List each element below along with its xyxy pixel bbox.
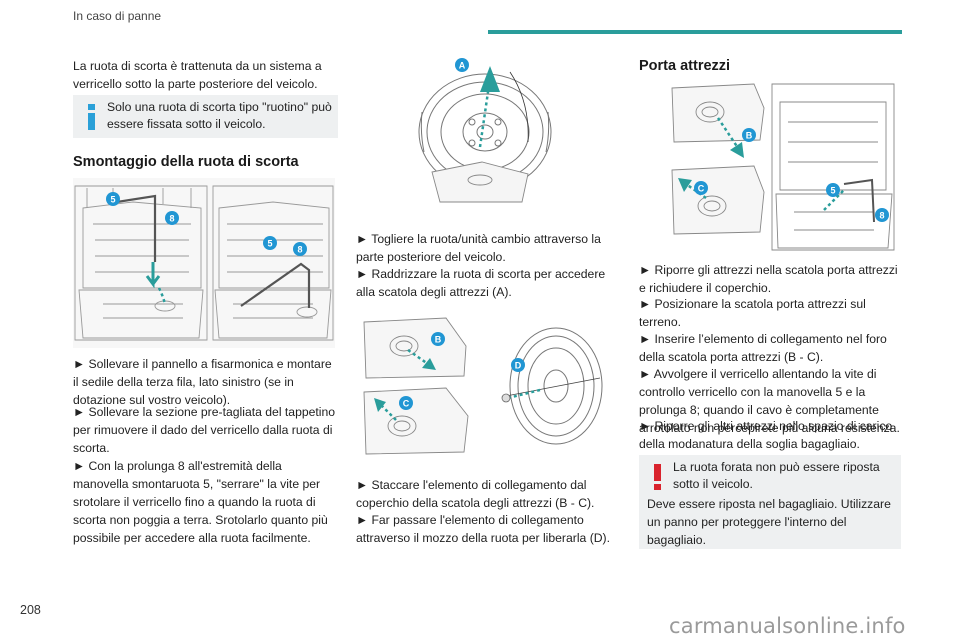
- removal-step-1: ► Sollevare il pannello a fisarmonica e …: [73, 357, 332, 407]
- section-title-removal: Smontaggio della ruota di scorta: [73, 154, 299, 170]
- removal-step-2: ► Sollevare la sezione pre-tagliata del …: [73, 405, 336, 455]
- figure-toolbox: B C 5 8: [664, 82, 900, 254]
- figure-label: C: [698, 184, 705, 194]
- toolbox-step-5: ► Riporre gli altri attrezzi nello spazi…: [639, 419, 893, 451]
- toolbox-step-1: ► Riporre gli attrezzi nella scatola por…: [639, 263, 898, 295]
- info-icon: [88, 104, 95, 130]
- warning-title: La ruota forata non può essere riposta s…: [673, 460, 880, 491]
- header-accent-bar: [488, 30, 902, 34]
- figure-remove-wheel: A: [410, 52, 560, 212]
- toolbox-step-4: ► Avvolgere il verricello allentando la …: [639, 367, 900, 435]
- figure-release-wheel: B C D: [356, 316, 618, 456]
- warning-note: La ruota forata non può essere riposta s…: [639, 455, 901, 549]
- figure-label: C: [403, 399, 410, 409]
- figure-label: 5: [267, 239, 272, 249]
- figure-label: B: [435, 335, 442, 345]
- figure-label: 8: [879, 211, 884, 221]
- toolbox-step-3: ► Inserire l’elemento di collegamento ne…: [639, 332, 887, 364]
- figure-label: 5: [110, 195, 115, 205]
- wheel-step-2: ► Raddrizzare la ruota di scorta per acc…: [356, 267, 606, 299]
- figure-label: 8: [169, 214, 174, 224]
- figure-label: 8: [297, 245, 302, 255]
- watermark: carmanualsonline.info: [669, 614, 906, 638]
- intro-paragraph: La ruota di scorta è trattenuta da un si…: [73, 59, 322, 91]
- section-title-toolbox: Porta attrezzi: [639, 58, 731, 74]
- wheel-step-1: ► Togliere la ruota/unità cambio attrave…: [356, 232, 601, 264]
- info-note: Solo una ruota di scorta tipo "ruotino" …: [73, 95, 338, 138]
- figure-label: A: [459, 61, 466, 71]
- figure-label: 5: [830, 186, 835, 196]
- release-step-2: ► Far passare l'elemento di collegamento…: [356, 513, 611, 545]
- figure-label: B: [746, 131, 753, 141]
- figure-spare-wheel-removal: 5 8 5 8: [73, 178, 335, 348]
- warning-icon: [654, 464, 661, 491]
- running-header: In caso di panne: [73, 9, 162, 23]
- info-note-text: Solo una ruota di scorta tipo "ruotino" …: [107, 100, 332, 131]
- release-step-1: ► Staccare l'elemento di collegamento da…: [356, 478, 595, 510]
- warning-body: Deve essere riposta nel bagagliaio. Util…: [647, 497, 891, 547]
- removal-step-3: ► Con la prolunga 8 all'estremità della …: [73, 459, 328, 545]
- toolbox-step-2: ► Posizionare la scatola porta attrezzi …: [639, 297, 866, 329]
- page-number: 208: [20, 603, 41, 617]
- figure-label: D: [515, 361, 522, 371]
